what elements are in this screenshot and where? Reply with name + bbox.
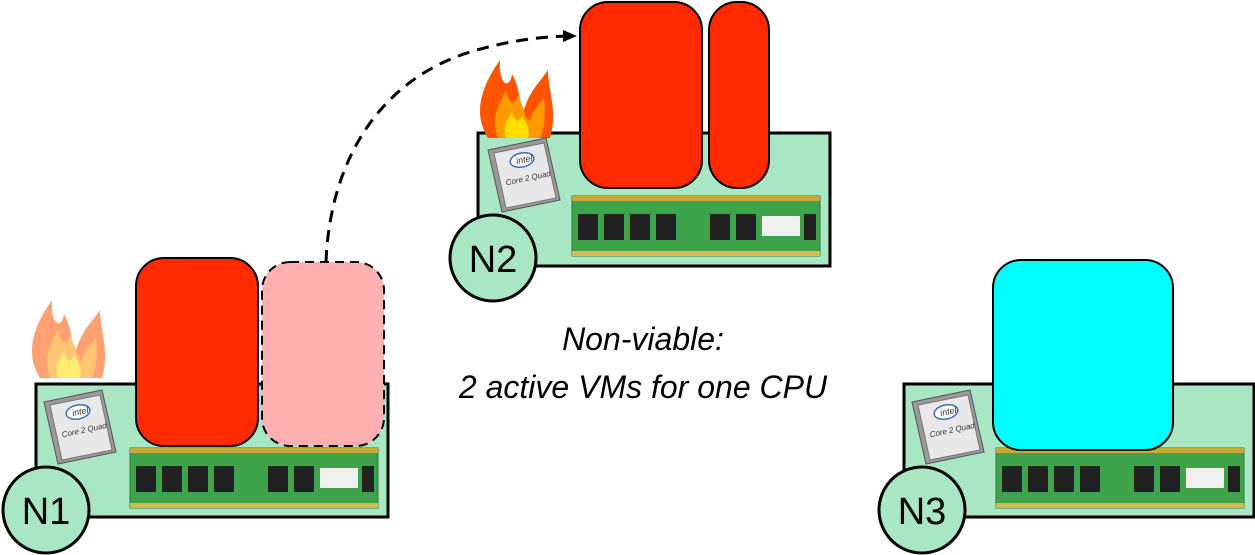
chip-brand-n1: intel (71, 405, 90, 418)
node-label-n3: N3 (898, 491, 947, 533)
chip-brand-n2: intel (515, 153, 534, 166)
cpu-chip-n1-icon: intel Core 2 Quad (43, 389, 117, 465)
node-n3: intel Core 2 Quad N3 (877, 259, 1255, 555)
node-badge-n1 (1, 465, 91, 555)
flame-n1-icon (31, 300, 106, 378)
vm-active-n2-a (579, 1, 703, 189)
flame-n2-icon (479, 60, 554, 138)
caption-line-2: 2 active VMs for one CPU (458, 369, 828, 405)
ram-module-n1 (129, 447, 379, 509)
vm-active-n2-b (708, 1, 770, 189)
node-n2: intel Core 2 Quad N2 (448, 1, 832, 303)
chip-brand-n3: intel (939, 405, 958, 418)
caption-line-1: Non-viable: (562, 321, 724, 357)
vm-migrating-n1 (261, 261, 385, 447)
cpu-chip-n3-icon: intel Core 2 Quad (911, 389, 985, 465)
node-badge-n3 (877, 465, 967, 555)
node-label-n1: N1 (22, 491, 71, 533)
vm-active-n1 (135, 257, 259, 447)
cpu-chip-n2-icon: intel Core 2 Quad (487, 137, 561, 213)
node-badge-n2 (448, 213, 538, 303)
node-label-n2: N2 (469, 239, 518, 281)
vm-idle-n3 (992, 259, 1174, 451)
ram-module-n2 (571, 195, 821, 257)
node-n1: intel Core 2 Quad N1 (1, 257, 390, 555)
ram-module-n3 (995, 447, 1245, 509)
